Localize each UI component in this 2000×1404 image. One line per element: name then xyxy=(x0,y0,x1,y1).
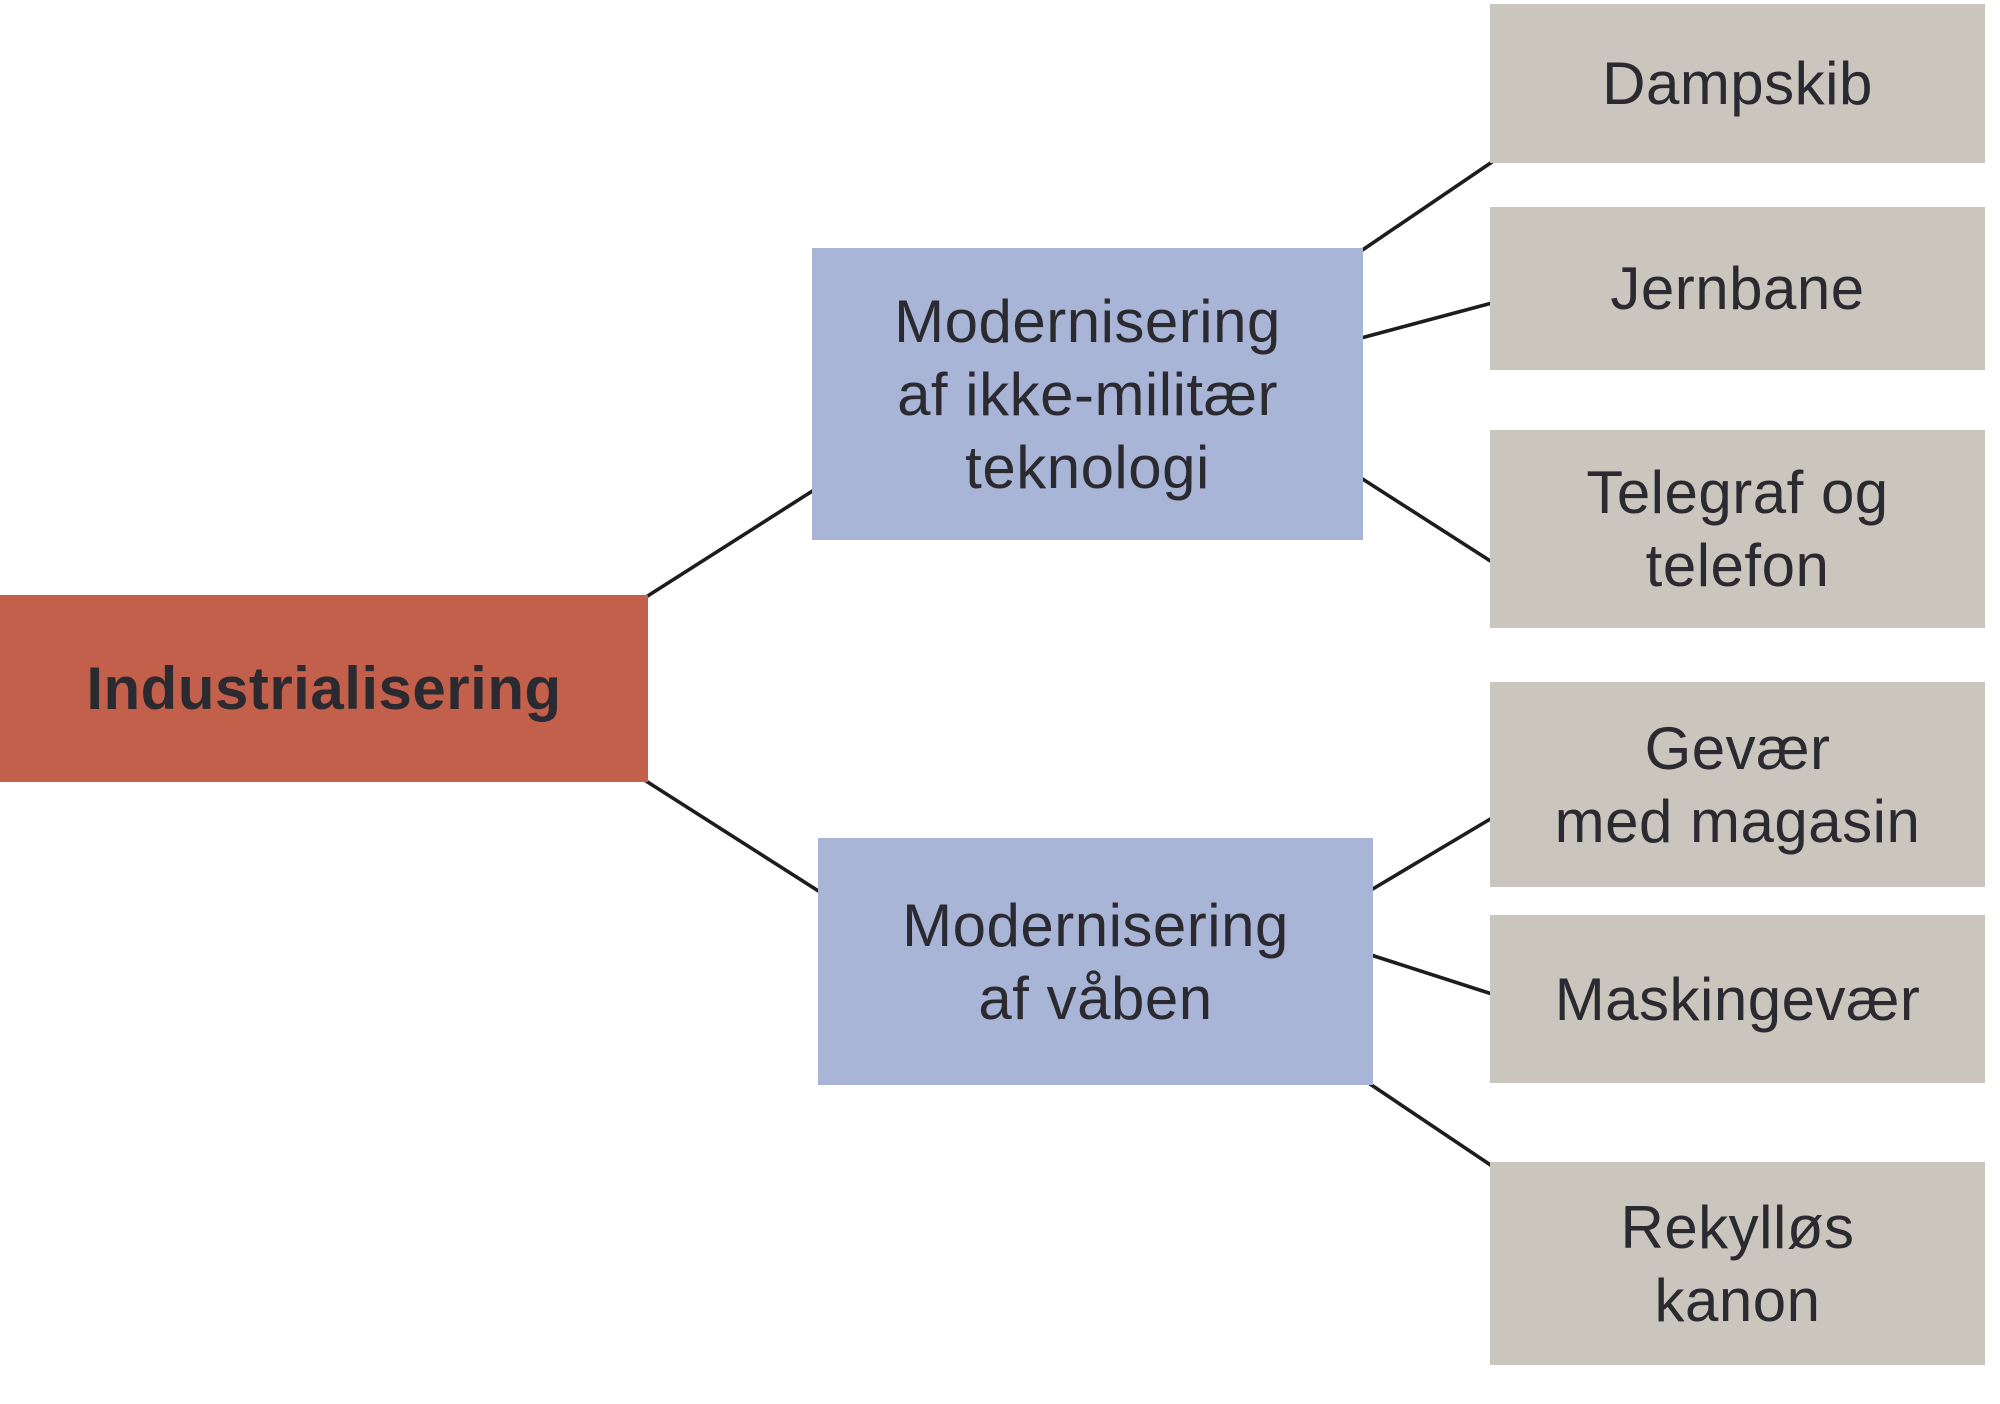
node-telegraf-og-telefon: Telegraf og telefon xyxy=(1490,430,1985,628)
label-line: teknologi xyxy=(965,433,1210,501)
node-telegraf-og-telefon-label: Telegraf og telefon xyxy=(1586,456,1888,602)
label-line: Rekylløs xyxy=(1620,1193,1855,1261)
node-dampskib-label: Dampskib xyxy=(1602,47,1873,120)
node-jernbane-label: Jernbane xyxy=(1610,252,1864,325)
label-line: Modernisering xyxy=(894,287,1281,355)
label-line: med magasin xyxy=(1554,787,1921,855)
node-gevaer-med-magasin: Gevær med magasin xyxy=(1490,682,1985,887)
label-line: af våben xyxy=(978,964,1213,1032)
node-rekylloes-kanon: Rekylløs kanon xyxy=(1490,1162,1985,1365)
node-maskingevaer-label: Maskingevær xyxy=(1555,963,1921,1036)
node-jernbane: Jernbane xyxy=(1490,207,1985,370)
connector-branch1-to-jernbane xyxy=(1359,301,1494,340)
label-line: kanon xyxy=(1654,1266,1821,1334)
label-line: Modernisering xyxy=(902,891,1289,959)
node-modernisering-ikke-militaer-label: Modernisering af ikke-militær teknologi xyxy=(894,285,1281,504)
node-industrialisering-label: Industrialisering xyxy=(86,652,561,725)
node-gevaer-med-magasin-label: Gevær med magasin xyxy=(1555,712,1921,858)
node-modernisering-af-vaaben-label: Modernisering af våben xyxy=(902,889,1289,1035)
node-dampskib: Dampskib xyxy=(1490,4,1985,163)
label-line: Jernbane xyxy=(1610,255,1865,322)
node-modernisering-ikke-militaer: Modernisering af ikke-militær teknologi xyxy=(812,248,1363,540)
label-line: Gevær xyxy=(1644,714,1831,782)
connector-branch2-to-maskingevaer xyxy=(1369,953,1494,996)
label-line: telefon xyxy=(1645,532,1830,599)
connector-root-to-branch-2 xyxy=(644,779,822,894)
label-line: Industrialisering xyxy=(86,655,562,722)
connector-branch1-to-telegraf xyxy=(1359,476,1494,564)
connector-branch2-to-gevaer xyxy=(1369,816,1494,892)
connector-branch1-to-dampskib xyxy=(1359,160,1494,253)
node-industrialisering: Industrialisering xyxy=(0,595,648,782)
label-line: Maskingevær xyxy=(1554,965,1921,1033)
connector-root-to-branch-1 xyxy=(644,488,816,599)
connector-branch2-to-rekylloes xyxy=(1368,1082,1494,1168)
node-maskingevaer: Maskingevær xyxy=(1490,915,1985,1083)
node-modernisering-af-vaaben: Modernisering af våben xyxy=(818,838,1373,1085)
node-rekylloes-kanon-label: Rekylløs kanon xyxy=(1620,1191,1854,1337)
label-line: Telegraf og xyxy=(1586,459,1889,526)
label-line: af ikke-militær xyxy=(897,360,1278,428)
label-line: Dampskib xyxy=(1602,50,1873,117)
